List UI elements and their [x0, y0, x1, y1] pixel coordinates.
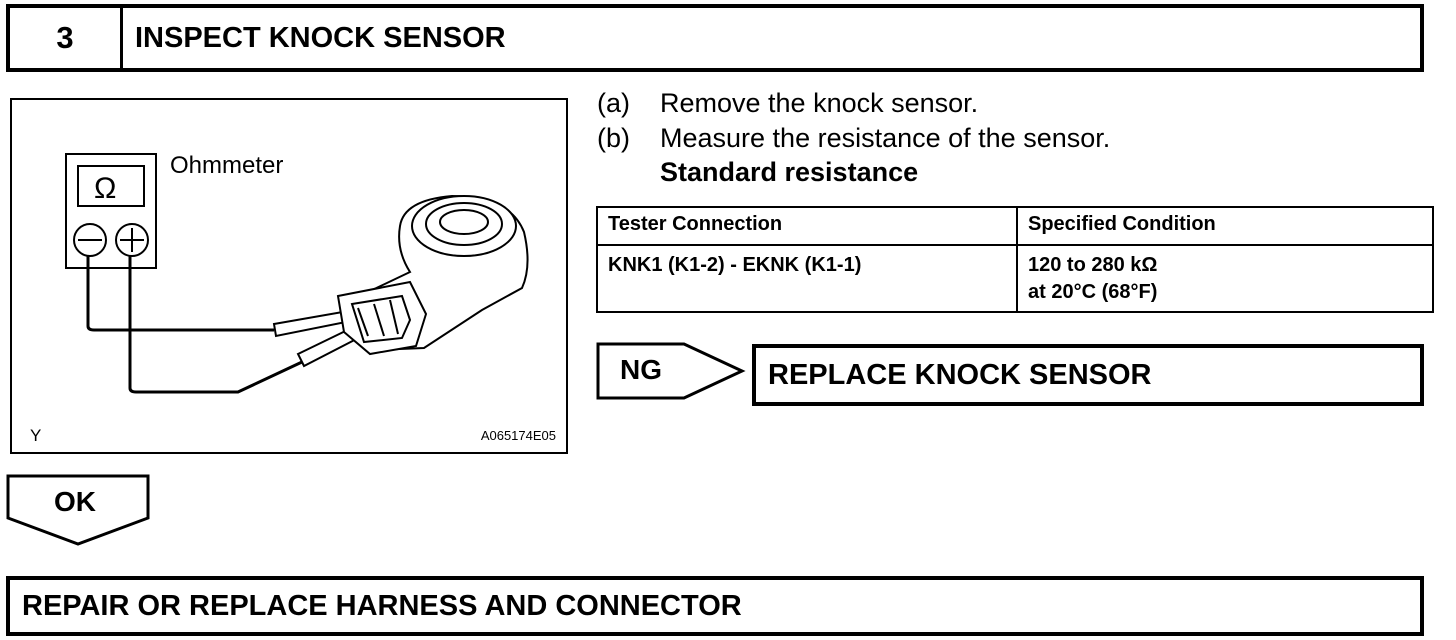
ohm-symbol: Ω [94, 172, 117, 205]
instruction-tag: (b) [597, 123, 630, 153]
ohmmeter-label: Ohmmeter [170, 152, 284, 179]
figure-code: A065174E05 [480, 428, 556, 443]
test-leads [86, 256, 303, 394]
final-step-box: REPAIR OR REPLACE HARNESS AND CONNECTOR [6, 576, 1424, 636]
instruction-text: Remove the knock sensor. [660, 88, 979, 118]
standard-resistance-label: Standard resistance [660, 157, 919, 187]
instruction-b: (b) Measure the resistance of the sensor. [597, 121, 1110, 155]
ng-label: NG [620, 354, 662, 385]
positive-terminal-icon [115, 223, 149, 257]
step-number: 3 [10, 8, 123, 68]
step-title: INSPECT KNOCK SENSOR [135, 21, 506, 54]
table-cell: 120 to 280 kΩ at 20°C (68°F) [1016, 244, 1434, 313]
knock-sensor-diagram [65, 153, 529, 394]
ng-result-box: REPLACE KNOCK SENSOR [752, 344, 1424, 406]
spec-table: Tester Connection Specified Condition KN… [596, 206, 1434, 313]
condition-line: at 20°C (68°F) [1028, 281, 1158, 303]
table-header-row: Tester Connection Specified Condition [596, 206, 1434, 246]
diagram-figure: Ω Ohmmeter Y A065174E05 [10, 98, 568, 454]
ok-label: OK [54, 486, 96, 517]
step-header: 3 INSPECT KNOCK SENSOR [6, 4, 1424, 72]
ng-arrow-icon [596, 342, 746, 400]
instruction-text: Measure the resistance of the sensor. [660, 123, 1111, 153]
table-cell: KNK1 (K1-2) - EKNK (K1-1) [596, 244, 1018, 313]
table-header: Specified Condition [1016, 206, 1434, 246]
condition-line: 120 to 280 kΩ [1028, 254, 1158, 276]
instruction-tag: (a) [597, 88, 630, 118]
ok-arrow-icon [6, 474, 150, 546]
negative-terminal-icon [73, 223, 107, 257]
knock-sensor-icon [336, 194, 529, 356]
figure-letter: Y [30, 426, 42, 445]
instruction-a: (a) Remove the knock sensor. [597, 86, 978, 120]
table-row: KNK1 (K1-2) - EKNK (K1-1) 120 to 280 kΩ … [596, 244, 1434, 313]
table-header: Tester Connection [596, 206, 1018, 246]
